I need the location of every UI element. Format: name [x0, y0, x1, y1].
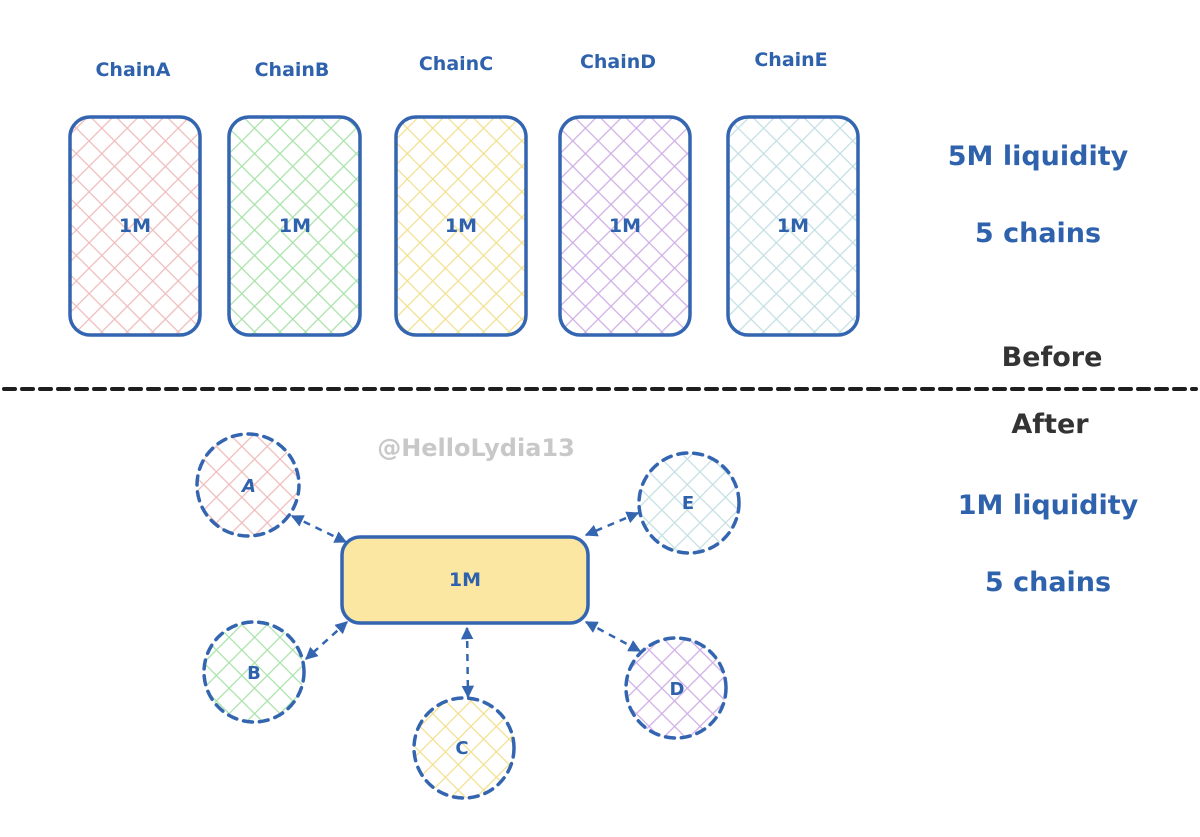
connector-d-hub: [584, 620, 642, 653]
chain-box-b: 1M: [227, 115, 362, 337]
connectors: [290, 511, 642, 699]
after-liquidity-label: 1M liquidity: [958, 490, 1139, 521]
chain-box-b-value: 1M: [279, 215, 311, 237]
connector-e-hub: [584, 511, 640, 537]
chain-box-e-value: 1M: [777, 215, 809, 237]
node-b: B: [202, 620, 306, 724]
chain-box-c: 1M: [394, 115, 528, 337]
node-a: A: [195, 432, 301, 538]
chain-box-e: 1M: [726, 115, 860, 337]
connector-a-hub: [290, 514, 348, 544]
chain-box-d-value: 1M: [609, 215, 641, 237]
watermark: @HelloLydia13: [377, 434, 575, 462]
chain-title-d: ChainD: [580, 51, 656, 73]
chain-box-a: 1M: [68, 115, 202, 337]
before-liquidity-label: 5M liquidity: [948, 141, 1129, 172]
connector-c-hub: [460, 626, 475, 699]
node-e: E: [637, 451, 741, 555]
node-c-label: C: [455, 738, 468, 759]
chain-title-c: ChainC: [419, 53, 493, 75]
before-chains-label: 5 chains: [975, 218, 1101, 249]
chain-box-c-value: 1M: [445, 215, 477, 237]
before-section-label: Before: [1002, 342, 1103, 373]
chain-title-a: ChainA: [95, 59, 170, 81]
node-d: D: [624, 636, 728, 740]
chain-box-d: 1M: [558, 115, 692, 337]
node-d-label: D: [670, 679, 685, 700]
after-chains-label: 5 chains: [985, 567, 1111, 598]
node-a-label: A: [240, 476, 256, 497]
node-c: C: [412, 696, 516, 800]
hub-value: 1M: [449, 569, 481, 591]
chain-box-a-value: 1M: [119, 215, 151, 237]
hub-pool: 1M: [340, 535, 590, 625]
chain-title-b: ChainB: [255, 59, 330, 81]
after-section-label: After: [1011, 409, 1089, 440]
node-b-label: B: [247, 663, 261, 684]
chain-title-e: ChainE: [754, 49, 827, 71]
connector-b-hub: [305, 621, 348, 660]
node-e-label: E: [682, 493, 694, 514]
